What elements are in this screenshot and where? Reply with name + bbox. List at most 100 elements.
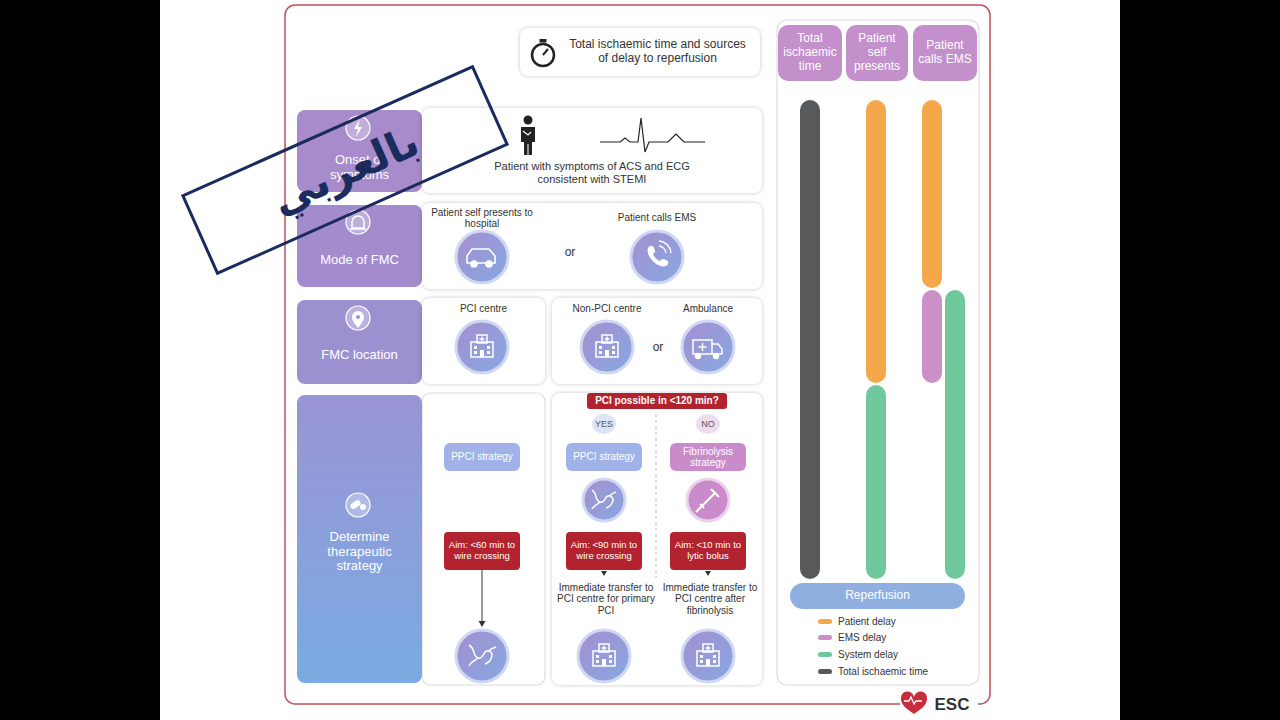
icon-circle	[583, 479, 625, 521]
icon-circle	[346, 493, 370, 517]
row-label: Mode of FMC	[297, 205, 422, 287]
node-text: Total ischaemic time and sources of dela…	[565, 32, 750, 72]
ambulance-body	[693, 340, 722, 354]
hospital-icon	[471, 335, 493, 357]
node-text: Aim: <10 min to lytic bolus	[670, 532, 746, 570]
legend-swatch	[818, 652, 832, 657]
column-header: Patient calls EMS	[913, 25, 977, 81]
node-text: Aim: <90 min to wire crossing	[566, 532, 642, 570]
node-text: Determine therapeutic strategy	[307, 520, 412, 584]
content-box: Patient with symptoms of ACS and ECG con…	[422, 108, 762, 193]
flow-arrow-line	[482, 570, 483, 622]
icon-circle	[687, 479, 729, 521]
patient-delay-bar	[922, 100, 942, 288]
patient-delay-bar	[866, 100, 886, 383]
pin-icon	[346, 306, 370, 330]
icon-circle	[682, 321, 734, 373]
car-icon	[467, 249, 495, 267]
system-delay-bar	[945, 290, 965, 579]
legend-swatch	[818, 619, 832, 624]
node-text: PCI centre	[427, 301, 540, 317]
icon-circle	[346, 210, 370, 234]
car-body	[467, 249, 495, 263]
node-text: NO	[696, 414, 720, 434]
icon-circle	[578, 630, 630, 682]
legend-item: System delay	[818, 647, 898, 661]
figure-hand	[523, 131, 531, 135]
phone-icon	[648, 246, 669, 267]
icon-circle	[631, 231, 683, 283]
hospital-icon	[596, 335, 618, 357]
aim-box: Aim: <10 min to lytic bolus	[670, 532, 746, 570]
stopwatch-dial	[532, 44, 554, 66]
legend-text: Patient delay	[838, 616, 896, 627]
legend-text: Total ischaemic time	[838, 666, 928, 677]
system-delay-bar	[866, 385, 886, 579]
pin-hole	[356, 315, 360, 319]
siren-symbol	[350, 216, 366, 229]
icon-circle	[456, 231, 508, 283]
node-text: PCI possible in <120 min?	[587, 393, 727, 409]
watermark-stamp: بالعربي	[181, 65, 509, 276]
content-box: Patient self presents to hospital or Patie…	[422, 203, 762, 289]
aim-box: Aim: <60 min to wire crossing	[444, 532, 520, 570]
icon-circle	[346, 116, 370, 140]
strategy-pill: PPCI strategy	[444, 443, 520, 471]
car-wheel	[471, 261, 477, 267]
node-text: Patient self presents to hospital	[427, 205, 537, 231]
icon-circle	[682, 630, 734, 682]
node-text: Fibrinolysis strategy	[670, 443, 746, 471]
node-text: or	[648, 340, 668, 356]
logo-text: ESC	[930, 694, 974, 716]
row-label: Onset of symptoms	[297, 110, 422, 192]
card-border	[285, 5, 990, 704]
node-text: PPCI strategy	[566, 443, 642, 471]
legend-text: EMS delay	[838, 632, 886, 643]
ambulance-wheel	[714, 354, 719, 359]
node-text: Non-PCI centre	[557, 301, 657, 317]
side-bar	[0, 0, 160, 720]
content-box: PCI centre	[422, 298, 545, 384]
ambulance-wheel	[696, 354, 701, 359]
ambulance-cross	[699, 343, 707, 351]
decision-pill: PCI possible in <120 min?	[587, 393, 727, 409]
coronary-wire-icon	[592, 490, 616, 509]
phone-waves	[659, 241, 671, 253]
node-text: Patient with symptoms of ACS and ECG con…	[477, 158, 707, 188]
node-text: Ambulance	[658, 301, 758, 317]
onset-icon	[346, 116, 370, 140]
timeline-panel	[777, 20, 979, 685]
icon-circle	[456, 630, 508, 682]
syringe-icon	[696, 489, 719, 512]
car-wheel	[486, 261, 492, 267]
node-text: PPCI strategy	[444, 443, 520, 471]
node-text: Patient calls EMS	[607, 205, 707, 231]
figure-body	[521, 127, 535, 155]
esc-heart-logo	[901, 691, 927, 714]
node-text: Mode of FMC	[312, 240, 407, 280]
legend-swatch	[818, 669, 832, 674]
yes-no-divider	[656, 414, 657, 578]
node-text: Patient self presents	[846, 25, 908, 81]
node-text: Immediate transfer to PCI centre after f…	[658, 575, 762, 623]
column-header: Patient self presents	[846, 25, 908, 81]
node-text: or	[560, 245, 580, 261]
pin-symbol	[352, 311, 364, 328]
node-text: FMC location	[312, 335, 407, 375]
strategy-pill: Fibrinolysis strategy	[670, 443, 746, 471]
ems-delay-bar	[922, 290, 942, 383]
siren-icon	[346, 210, 370, 234]
coronary-wire-icon	[469, 645, 496, 666]
total-time-bar	[800, 100, 820, 579]
figure-head	[524, 116, 533, 125]
row-label: FMC location	[297, 300, 422, 384]
answer-circle: NO	[696, 414, 720, 434]
icon-circle	[346, 306, 370, 330]
lightning-symbol	[354, 119, 362, 137]
icon-circle	[581, 321, 633, 373]
side-bar	[1120, 0, 1280, 720]
